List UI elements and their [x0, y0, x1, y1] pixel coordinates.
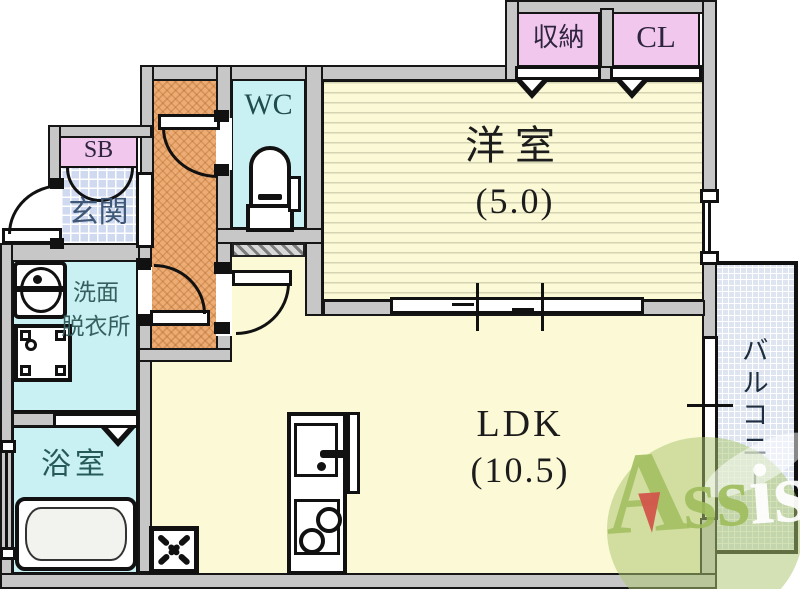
kitchen-faucet-icon [317, 462, 326, 471]
washer-pan-corner [55, 330, 66, 341]
closet-door-track [515, 66, 601, 80]
toilet-icon [288, 176, 301, 212]
burner-icon [299, 528, 325, 554]
washroom-label-line2: 脱衣所 [61, 314, 131, 339]
western-room-label: 洋室 [465, 123, 565, 168]
bathroom-label: 浴室 [41, 448, 109, 481]
wall [0, 573, 717, 589]
door-hinge [136, 314, 151, 326]
sink-drain-icon [33, 275, 42, 284]
bath-door-track [53, 413, 139, 428]
entrance-door-arc [8, 184, 62, 234]
sliding-door-tick [476, 283, 479, 331]
window [0, 440, 16, 453]
western-room-size: (5.0) [475, 181, 555, 221]
kitchen-counter-icon [347, 412, 360, 494]
washer-drain-icon [25, 339, 37, 351]
toilet-icon [258, 194, 282, 200]
door-hinge [214, 164, 229, 176]
duct-hatch [232, 243, 305, 257]
bathtub-icon [25, 507, 127, 561]
sink-faucet-icon [14, 286, 66, 292]
room-western [321, 79, 705, 302]
wall [140, 65, 154, 177]
kitchen-faucet-icon [320, 450, 348, 458]
wc-label: WC [244, 88, 293, 121]
washroom-label: 洗面 脱衣所 [53, 276, 139, 344]
door-hinge [214, 322, 230, 334]
ldk-label: LDK [476, 403, 564, 445]
closet-door-track [610, 66, 702, 80]
wall [305, 65, 323, 316]
room-ldk [305, 316, 702, 364]
wall [505, 0, 519, 81]
closet-label: CL [636, 19, 676, 54]
folding-door-triangle [522, 80, 542, 91]
door-hinge [50, 238, 64, 249]
door-opening [216, 274, 232, 336]
entrance-step-opening [136, 172, 154, 248]
sliding-door [390, 297, 644, 314]
window-line [708, 200, 711, 254]
door-hinge [136, 258, 151, 270]
sliding-door-tick [541, 283, 544, 331]
shoebox-label: SB [83, 137, 114, 163]
x-marker-icon [149, 526, 199, 574]
wall [216, 168, 232, 276]
washer-pan-corner [20, 330, 31, 341]
window [0, 547, 16, 560]
folding-door-triangle [622, 80, 642, 91]
sliding-door-tick [687, 404, 733, 407]
ldk-size: (10.5) [470, 450, 570, 490]
washer-pan-corner [20, 365, 31, 376]
wall [12, 412, 55, 427]
wall [0, 243, 152, 262]
toilet-icon [246, 204, 294, 232]
storage-label: 収納 [532, 23, 585, 52]
sliding-door-panel-line [452, 303, 474, 306]
wall [700, 518, 717, 575]
folding-door-triangle [108, 428, 128, 439]
washer-pan-corner [55, 365, 66, 376]
washroom-label-line1: 洗面 [73, 280, 119, 305]
burner-icon [316, 507, 342, 533]
wall [138, 348, 232, 362]
entrance-label: 玄関 [68, 196, 129, 229]
balcony-sliding-door [702, 336, 718, 520]
wall [600, 8, 614, 68]
door-hinge [214, 110, 229, 122]
door-opening [138, 267, 152, 320]
x-marker-icon [158, 535, 190, 565]
door-opening [216, 118, 232, 170]
balcony-label: バルコニー [737, 336, 768, 496]
sliding-door-panel-line [512, 308, 534, 311]
door-hinge [50, 178, 64, 189]
window-line [5, 450, 8, 550]
door-hinge [214, 262, 230, 274]
